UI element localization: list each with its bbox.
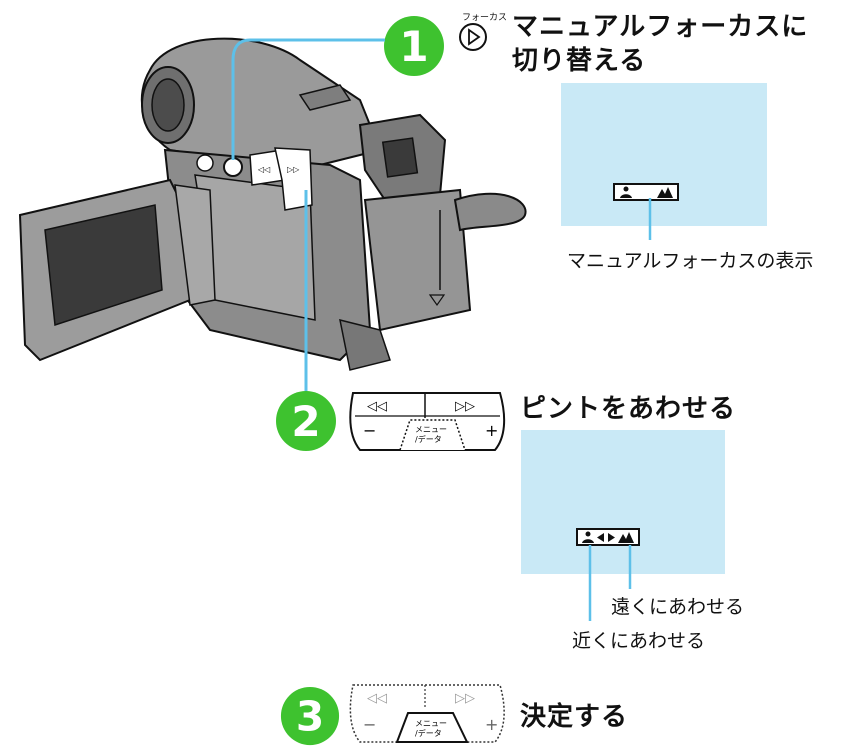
step-2-title: ピントをあわせる [520,394,737,424]
svg-text:▷▷: ▷▷ [287,165,300,174]
step-1-title-line2: 切り替える [512,46,647,76]
mountain-icon [618,532,634,543]
left-arrow-icon [597,533,604,542]
menu-label-line2: /データ [415,728,442,738]
minus-label: − [363,715,376,734]
step-3-title: 決定する [520,702,629,732]
menu-label-line1: メニュー [415,719,447,728]
svg-text:3: 3 [296,693,324,741]
menu-label-line1: メニュー [415,425,447,434]
menu-label-line2: /データ [415,434,442,444]
manual-focus-indicator [613,183,679,201]
focus-button-label: フォーカス [462,13,508,23]
camcorder-illustration: ◁◁ ▷▷ [18,37,527,371]
fast-forward-icon: ▷▷ [455,399,475,414]
focus-adjust-indicator [576,528,640,546]
fast-forward-icon: ▷▷ [455,691,475,706]
control-pad-step-2[interactable]: ◁◁ ▷▷ − + メニュー /データ [345,388,510,458]
near-caption-line [588,545,592,621]
control-pad-step-3[interactable]: ◁◁ ▷▷ − + メニュー /データ [345,680,510,749]
rewind-icon: ◁◁ [367,399,387,414]
manual-focus-caption: マニュアルフォーカスの表示 [567,250,814,272]
manual-focus-caption-line [648,198,652,240]
step-1-badge: 1 [384,16,444,76]
mountain-icon [657,187,673,198]
focus-button-group[interactable]: フォーカス [458,10,508,56]
step-1-leader-line [231,38,385,160]
step-2-badge: 2 [276,391,336,451]
svg-text:1: 1 [399,22,428,71]
rewind-icon: ◁◁ [367,691,387,706]
plus-label: + [485,421,498,440]
plus-label: + [485,715,498,734]
far-caption-line [628,545,632,589]
near-caption: 近くにあわせる [572,630,706,652]
step-1-title-line1: マニュアルフォーカスに [512,12,809,42]
lcd-display-manual-focus [561,83,767,226]
svg-text:◁◁: ◁◁ [257,165,270,174]
svg-text:2: 2 [291,397,320,446]
play-icon [459,23,487,51]
step-3-badge: 3 [280,686,340,746]
lcd-display-focus-adjust [521,430,725,574]
person-icon [582,531,594,543]
right-arrow-icon [608,533,615,542]
step-2-leader-line [304,190,308,405]
person-icon [620,186,632,198]
far-caption: 遠くにあわせる [611,596,745,618]
minus-label: − [363,421,376,440]
